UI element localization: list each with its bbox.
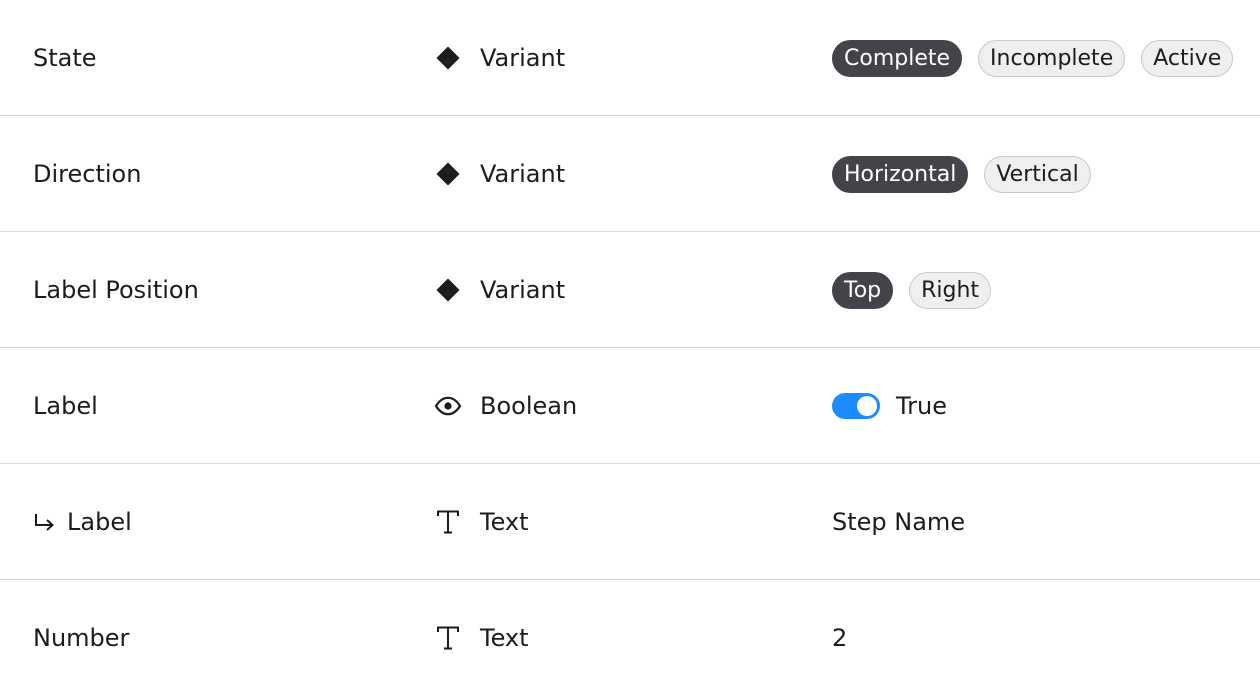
variant-option-active[interactable]: Active (1141, 39, 1234, 77)
property-row-number: Number Text 2 (0, 580, 1260, 696)
diamond-icon (434, 44, 462, 72)
diamond-icon (434, 160, 462, 188)
toggle-knob (857, 396, 877, 416)
variant-option-top[interactable]: Top (832, 271, 894, 309)
property-type-label: Variant (480, 160, 566, 188)
property-name-cell: Number (33, 580, 129, 696)
property-type-cell: Variant (434, 0, 565, 116)
variant-options: Horizontal Vertical (832, 155, 1091, 193)
boolean-value: True (896, 392, 947, 420)
property-name: Direction (33, 160, 142, 188)
text-value[interactable]: Step Name (832, 508, 966, 536)
eye-icon (434, 392, 462, 420)
variant-option-horizontal[interactable]: Horizontal (832, 155, 969, 193)
property-name-cell: State (33, 0, 97, 116)
property-value-cell: Complete Incomplete Active (832, 0, 1234, 116)
variant-option-complete[interactable]: Complete (832, 39, 963, 77)
property-type-cell: Boolean (434, 348, 577, 464)
property-name-cell: Direction (33, 116, 141, 232)
text-value[interactable]: 2 (832, 624, 848, 652)
property-value-cell: 2 (832, 580, 847, 696)
property-value-cell: Top Right (832, 232, 992, 348)
property-row-label-position: Label Position Variant Top Right (0, 232, 1260, 348)
property-value-cell: Step Name (832, 464, 965, 580)
property-value-cell: True (832, 348, 947, 464)
property-type-label: Variant (480, 44, 566, 72)
property-value-cell: Horizontal Vertical (832, 116, 1091, 232)
variant-option-vertical[interactable]: Vertical (984, 155, 1091, 193)
property-type-label: Variant (480, 276, 566, 304)
property-name: Label Position (33, 276, 199, 304)
variant-options: Top Right (832, 271, 992, 309)
property-name-cell: Label (33, 464, 132, 580)
property-type-cell: Text (434, 464, 529, 580)
property-type-cell: Text (434, 580, 529, 696)
property-type-cell: Variant (434, 232, 565, 348)
property-type-label: Boolean (480, 392, 578, 420)
variant-option-incomplete[interactable]: Incomplete (978, 39, 1126, 77)
variant-option-right[interactable]: Right (909, 271, 992, 309)
property-name: Label (67, 508, 132, 536)
diamond-icon (434, 276, 462, 304)
return-arrow-icon (33, 511, 57, 533)
variant-options: Complete Incomplete Active (832, 39, 1234, 77)
property-row-label-text: Label Text Step Name (0, 464, 1260, 580)
boolean-toggle[interactable] (832, 393, 880, 419)
property-row-state: State Variant Complete Incomplete Active (0, 0, 1260, 116)
property-row-direction: Direction Variant Horizontal Vertical (0, 116, 1260, 232)
property-type-label: Text (480, 624, 529, 652)
property-name: Label (33, 392, 98, 420)
text-icon (434, 624, 462, 652)
text-icon (434, 508, 462, 536)
property-name: Number (33, 624, 130, 652)
property-name: State (33, 44, 97, 72)
property-type-cell: Variant (434, 116, 565, 232)
property-name-cell: Label Position (33, 232, 199, 348)
property-row-label: Label Boolean True (0, 348, 1260, 464)
property-type-label: Text (480, 508, 529, 536)
property-name-cell: Label (33, 348, 98, 464)
